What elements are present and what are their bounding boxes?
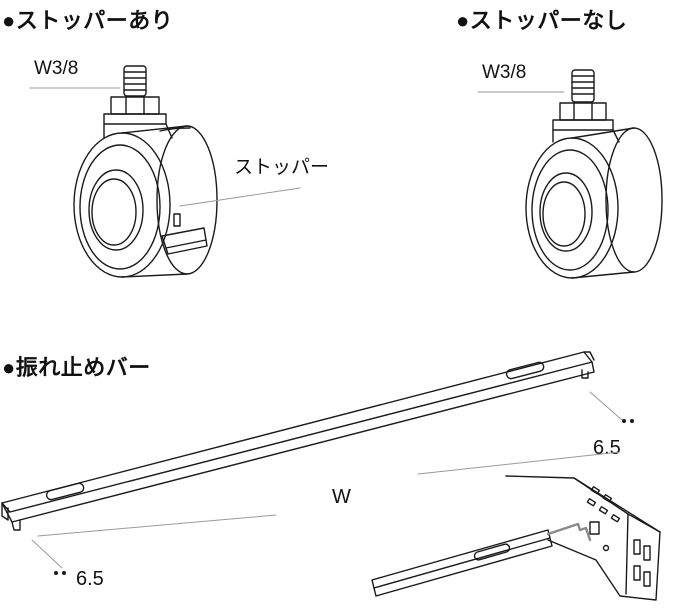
dimension-label-left: 6.5 — [76, 568, 104, 590]
bar-post-detail — [371, 475, 661, 601]
heading-anti-sway-bar: ●振れ止めバー — [2, 355, 151, 380]
anti-sway-bar — [1, 351, 595, 531]
heading-without-stopper: ●ストッパーなし — [456, 8, 628, 33]
width-label: W — [332, 486, 351, 508]
dimension-label-right: 6.5 — [593, 437, 621, 459]
caster-with-stopper — [29, 65, 301, 278]
caster-without-stopper — [477, 69, 663, 279]
heading-with-stopper: ●ストッパーあり — [2, 8, 174, 33]
thread-label-left: W3/8 — [34, 58, 79, 79]
thread-label-right: W3/8 — [482, 62, 527, 83]
dimension-lines — [31, 391, 623, 569]
stopper-label: ストッパー — [234, 157, 330, 178]
